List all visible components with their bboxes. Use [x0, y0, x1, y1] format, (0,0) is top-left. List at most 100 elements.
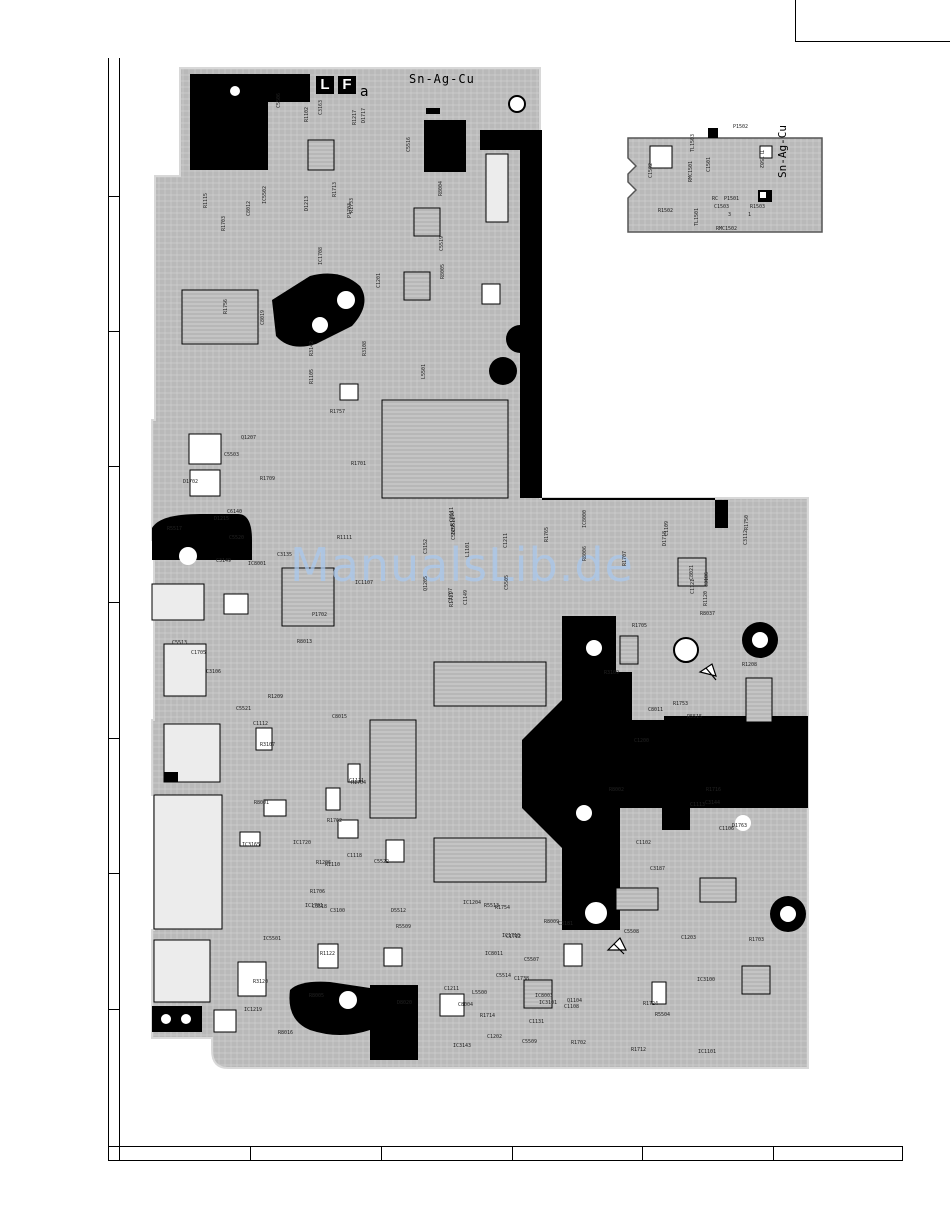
component-designator: C5506: [276, 92, 282, 108]
frame-tick: [381, 1146, 382, 1161]
component-designator: R1206: [316, 860, 332, 866]
component-designator: R1765: [544, 526, 550, 542]
frame-tick: [773, 1146, 774, 1161]
component-designator: R8013: [297, 639, 313, 645]
component-designator: C1705: [191, 650, 207, 656]
component-designator: R1754: [495, 905, 511, 911]
component-designator: C3152: [423, 538, 429, 554]
component-designator: C5505: [504, 574, 510, 590]
component-designator: R1716: [706, 787, 722, 793]
component-designator: R8005: [309, 993, 325, 999]
component-designator: R8016: [278, 1030, 294, 1036]
component-designator: IC5501: [263, 936, 282, 942]
component-designator: R5513: [484, 903, 500, 909]
component-designator: R1111: [337, 535, 353, 541]
component-designator: D5512: [391, 908, 407, 914]
component-designator: R5517: [167, 526, 183, 532]
small-pads: [188, 283, 667, 1033]
designator: C1502: [648, 162, 654, 178]
frame-tick: [108, 466, 120, 467]
component-designator: R1753: [673, 701, 689, 707]
component-designator: C1203: [681, 935, 697, 941]
frame-tick: [108, 738, 120, 739]
component-designator: R1705: [632, 623, 648, 629]
sub-board-outline: [627, 137, 823, 233]
component-designator: R8037: [700, 611, 716, 617]
component-designator: IC1219: [244, 1007, 263, 1013]
component-designator: L5500: [472, 990, 488, 996]
component-designator: R1733: [349, 197, 355, 213]
lead-free-mark-l: L: [316, 76, 334, 94]
frame-tick: [108, 602, 120, 603]
lead-free-mark-a: a: [360, 84, 369, 100]
component-designator: C8019: [260, 309, 266, 325]
ring-holes: [508, 95, 699, 926]
component-designator: IC5502: [262, 185, 268, 204]
title-block-corner: [795, 0, 950, 42]
component-designator: IC3143: [453, 1043, 472, 1049]
component-designator: R1704: [351, 780, 367, 786]
component-designator: C1106: [719, 826, 735, 832]
component-designator: C3163: [318, 99, 324, 115]
designator: RMC1501: [688, 160, 694, 182]
component-designator: R1217: [352, 109, 358, 125]
component-designator: R1706: [310, 889, 326, 895]
component-designator: R3109: [604, 670, 620, 676]
designator: TL1503: [690, 133, 696, 152]
component-designator: C8011: [648, 707, 664, 713]
component-designator: C3112: [743, 529, 749, 545]
pad-number: 1: [748, 212, 752, 218]
component-designator: R3107: [260, 742, 276, 748]
designator: TL1501: [694, 207, 700, 226]
component-designator: IC1710: [502, 933, 521, 939]
component-designator: R1714: [480, 1013, 496, 1019]
drawing-frame-bottom-rail: [108, 1146, 903, 1161]
component-designator: C5503: [224, 452, 240, 458]
component-designator: C1149: [463, 589, 469, 605]
component-designator: R8005: [440, 263, 446, 279]
component-designator: R1750: [744, 514, 750, 530]
component-designator: R5504: [655, 1012, 671, 1018]
component-designator: C1202: [487, 1034, 503, 1040]
designator: C1501: [706, 156, 712, 172]
component-designator: R1209: [268, 694, 284, 700]
component-designator: IC1204: [463, 900, 482, 906]
component-designator: C1118: [347, 853, 363, 859]
component-designator: R1757: [330, 409, 346, 415]
designator: P1501: [724, 196, 740, 202]
designator: RC: [712, 196, 719, 202]
component-designator: C1102: [636, 840, 652, 846]
component-designator: IC3100: [697, 977, 716, 983]
component-designator: C3100: [330, 908, 346, 914]
designator: RMC1502: [716, 226, 738, 232]
component-designator: C5520: [229, 535, 245, 541]
integrated-circuits: [181, 139, 773, 1009]
component-designator: C5518: [312, 904, 328, 910]
component-designator: IC8000: [582, 509, 588, 528]
component-designator: C3181: [558, 921, 574, 927]
component-designator: D1215: [214, 516, 230, 522]
designator: TL1502: [758, 150, 764, 169]
component-designator: R5509: [396, 924, 412, 930]
component-designator: C5507: [524, 957, 540, 963]
component-designator: C5507: [451, 524, 457, 540]
designator: C1503: [714, 204, 730, 210]
component-designator: C5509: [522, 1039, 538, 1045]
component-designator: C5513: [172, 640, 188, 646]
component-designator: R1110: [325, 862, 341, 868]
component-designator: C5519: [439, 235, 445, 251]
component-designator: IC1101: [698, 1049, 717, 1055]
component-designator: IC1107: [355, 580, 374, 586]
component-designator: C3144: [705, 800, 721, 806]
frame-tick: [108, 1009, 120, 1010]
component-designator: C1131: [529, 1019, 545, 1025]
component-designator: L5501: [421, 363, 427, 379]
component-designator: C3135: [277, 552, 293, 558]
frame-tick: [108, 873, 120, 874]
component-designator: C1111: [349, 778, 365, 784]
component-designator: C1113: [690, 802, 706, 808]
component-designator: C1112: [253, 721, 269, 727]
component-designator: R8009: [544, 919, 560, 925]
component-designator: C1211: [503, 532, 509, 548]
